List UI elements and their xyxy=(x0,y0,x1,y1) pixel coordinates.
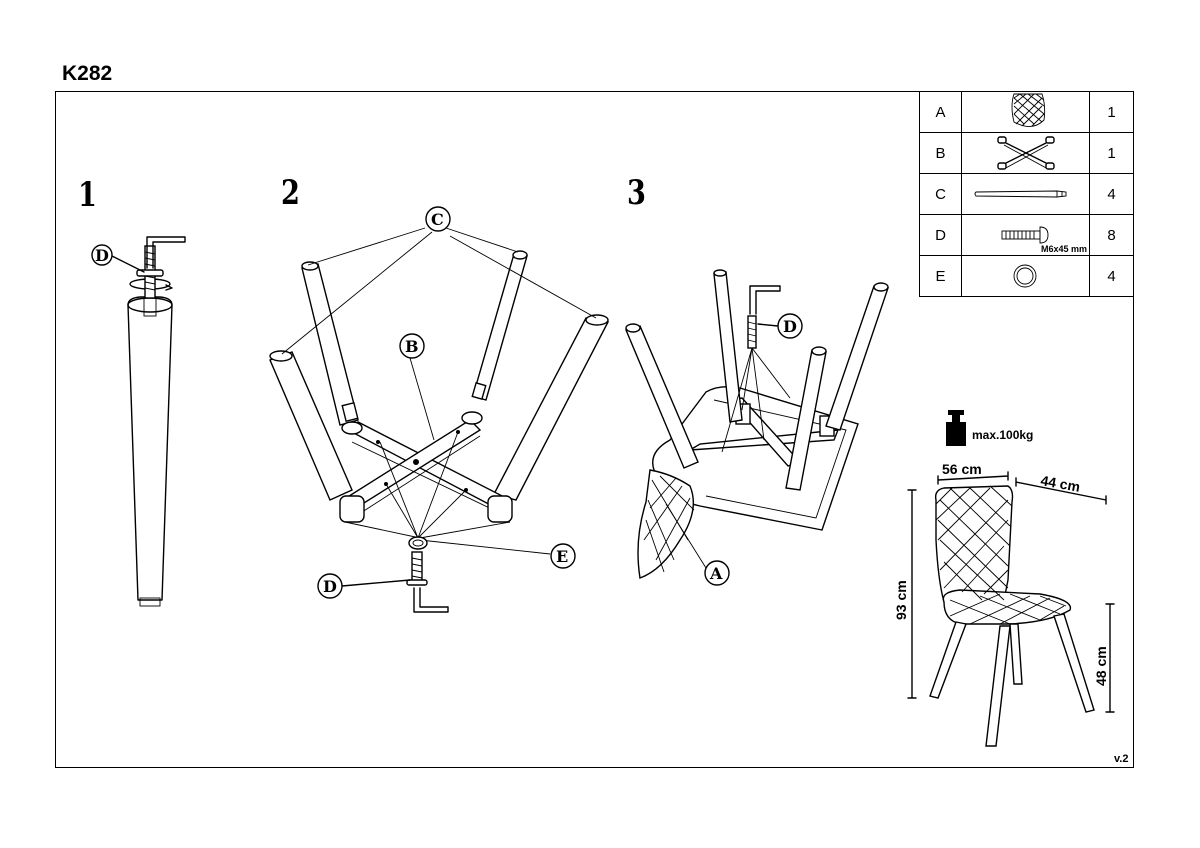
part-quantity: 1 xyxy=(1089,132,1134,174)
version-label: v.2 xyxy=(1114,753,1129,765)
part-letter: E xyxy=(919,255,962,297)
height-label: 93 cm xyxy=(893,580,909,620)
svg-text:D: D xyxy=(783,317,797,336)
step1-leg-drawing xyxy=(111,236,186,607)
part-quantity: 4 xyxy=(1089,255,1134,297)
instruction-frame xyxy=(55,91,1134,768)
parts-row-d: D M6x45 mm 8 xyxy=(919,214,1134,256)
bolt-icon xyxy=(1001,226,1049,244)
step1-callout-d: D xyxy=(91,244,113,266)
part-quantity: 1 xyxy=(1089,91,1134,133)
seat-icon xyxy=(1011,93,1046,127)
parts-row-b: B 1 xyxy=(919,132,1134,174)
svg-text:D: D xyxy=(323,577,337,596)
svg-text:A: A xyxy=(709,564,723,583)
seat-height-label: 48 cm xyxy=(1093,646,1109,686)
step-number-2: 2 xyxy=(281,173,300,213)
part-letter: B xyxy=(919,132,962,174)
allen-key-icon xyxy=(749,285,781,315)
model-code: K282 xyxy=(62,62,113,85)
dimension-chair-drawing xyxy=(907,410,1115,747)
washer-icon xyxy=(408,536,428,550)
bolt-icon xyxy=(747,315,757,349)
step3-callout-d: D xyxy=(777,313,803,339)
width-label: 56 cm xyxy=(942,461,982,477)
step3-callout-a: A xyxy=(704,560,730,586)
svg-text:C: C xyxy=(431,210,444,229)
parts-row-e: E 4 xyxy=(919,255,1134,297)
step-number-1: 1 xyxy=(78,175,97,215)
part-picture xyxy=(961,132,1090,174)
step2-callout-b: B xyxy=(399,333,425,359)
parts-row-a: A 1 xyxy=(919,91,1134,133)
step-number-3: 3 xyxy=(627,173,646,213)
step2-callout-d: D xyxy=(317,573,343,599)
washer-icon xyxy=(1013,264,1037,288)
depth-label: 44 cm xyxy=(1039,472,1081,495)
svg-text:B: B xyxy=(405,337,419,356)
max-load-label: max.100kg xyxy=(972,428,1033,442)
weight-icon xyxy=(946,422,966,446)
step2-callout-e: E xyxy=(550,543,576,569)
allen-key-icon xyxy=(146,236,186,269)
part-letter: D xyxy=(919,214,962,256)
part-quantity: 4 xyxy=(1089,173,1134,215)
bolt-spec: M6x45 mm xyxy=(1040,244,1087,254)
leg-icon xyxy=(974,190,1067,198)
step2-callout-c: C xyxy=(425,206,451,232)
part-picture: M6x45 mm xyxy=(961,214,1090,256)
svg-text:D: D xyxy=(95,246,109,265)
svg-text:E: E xyxy=(556,547,568,566)
allen-key-icon xyxy=(413,587,449,613)
part-letter: C xyxy=(919,173,962,215)
part-picture xyxy=(961,173,1090,215)
step3-chair-drawing xyxy=(625,269,889,579)
cross-base-icon xyxy=(997,136,1055,170)
part-quantity: 8 xyxy=(1089,214,1134,256)
step2-base-drawing xyxy=(269,227,610,613)
parts-table: A 1 B 1 C xyxy=(919,91,1134,297)
part-picture xyxy=(961,255,1090,297)
parts-row-c: C 4 xyxy=(919,173,1134,215)
